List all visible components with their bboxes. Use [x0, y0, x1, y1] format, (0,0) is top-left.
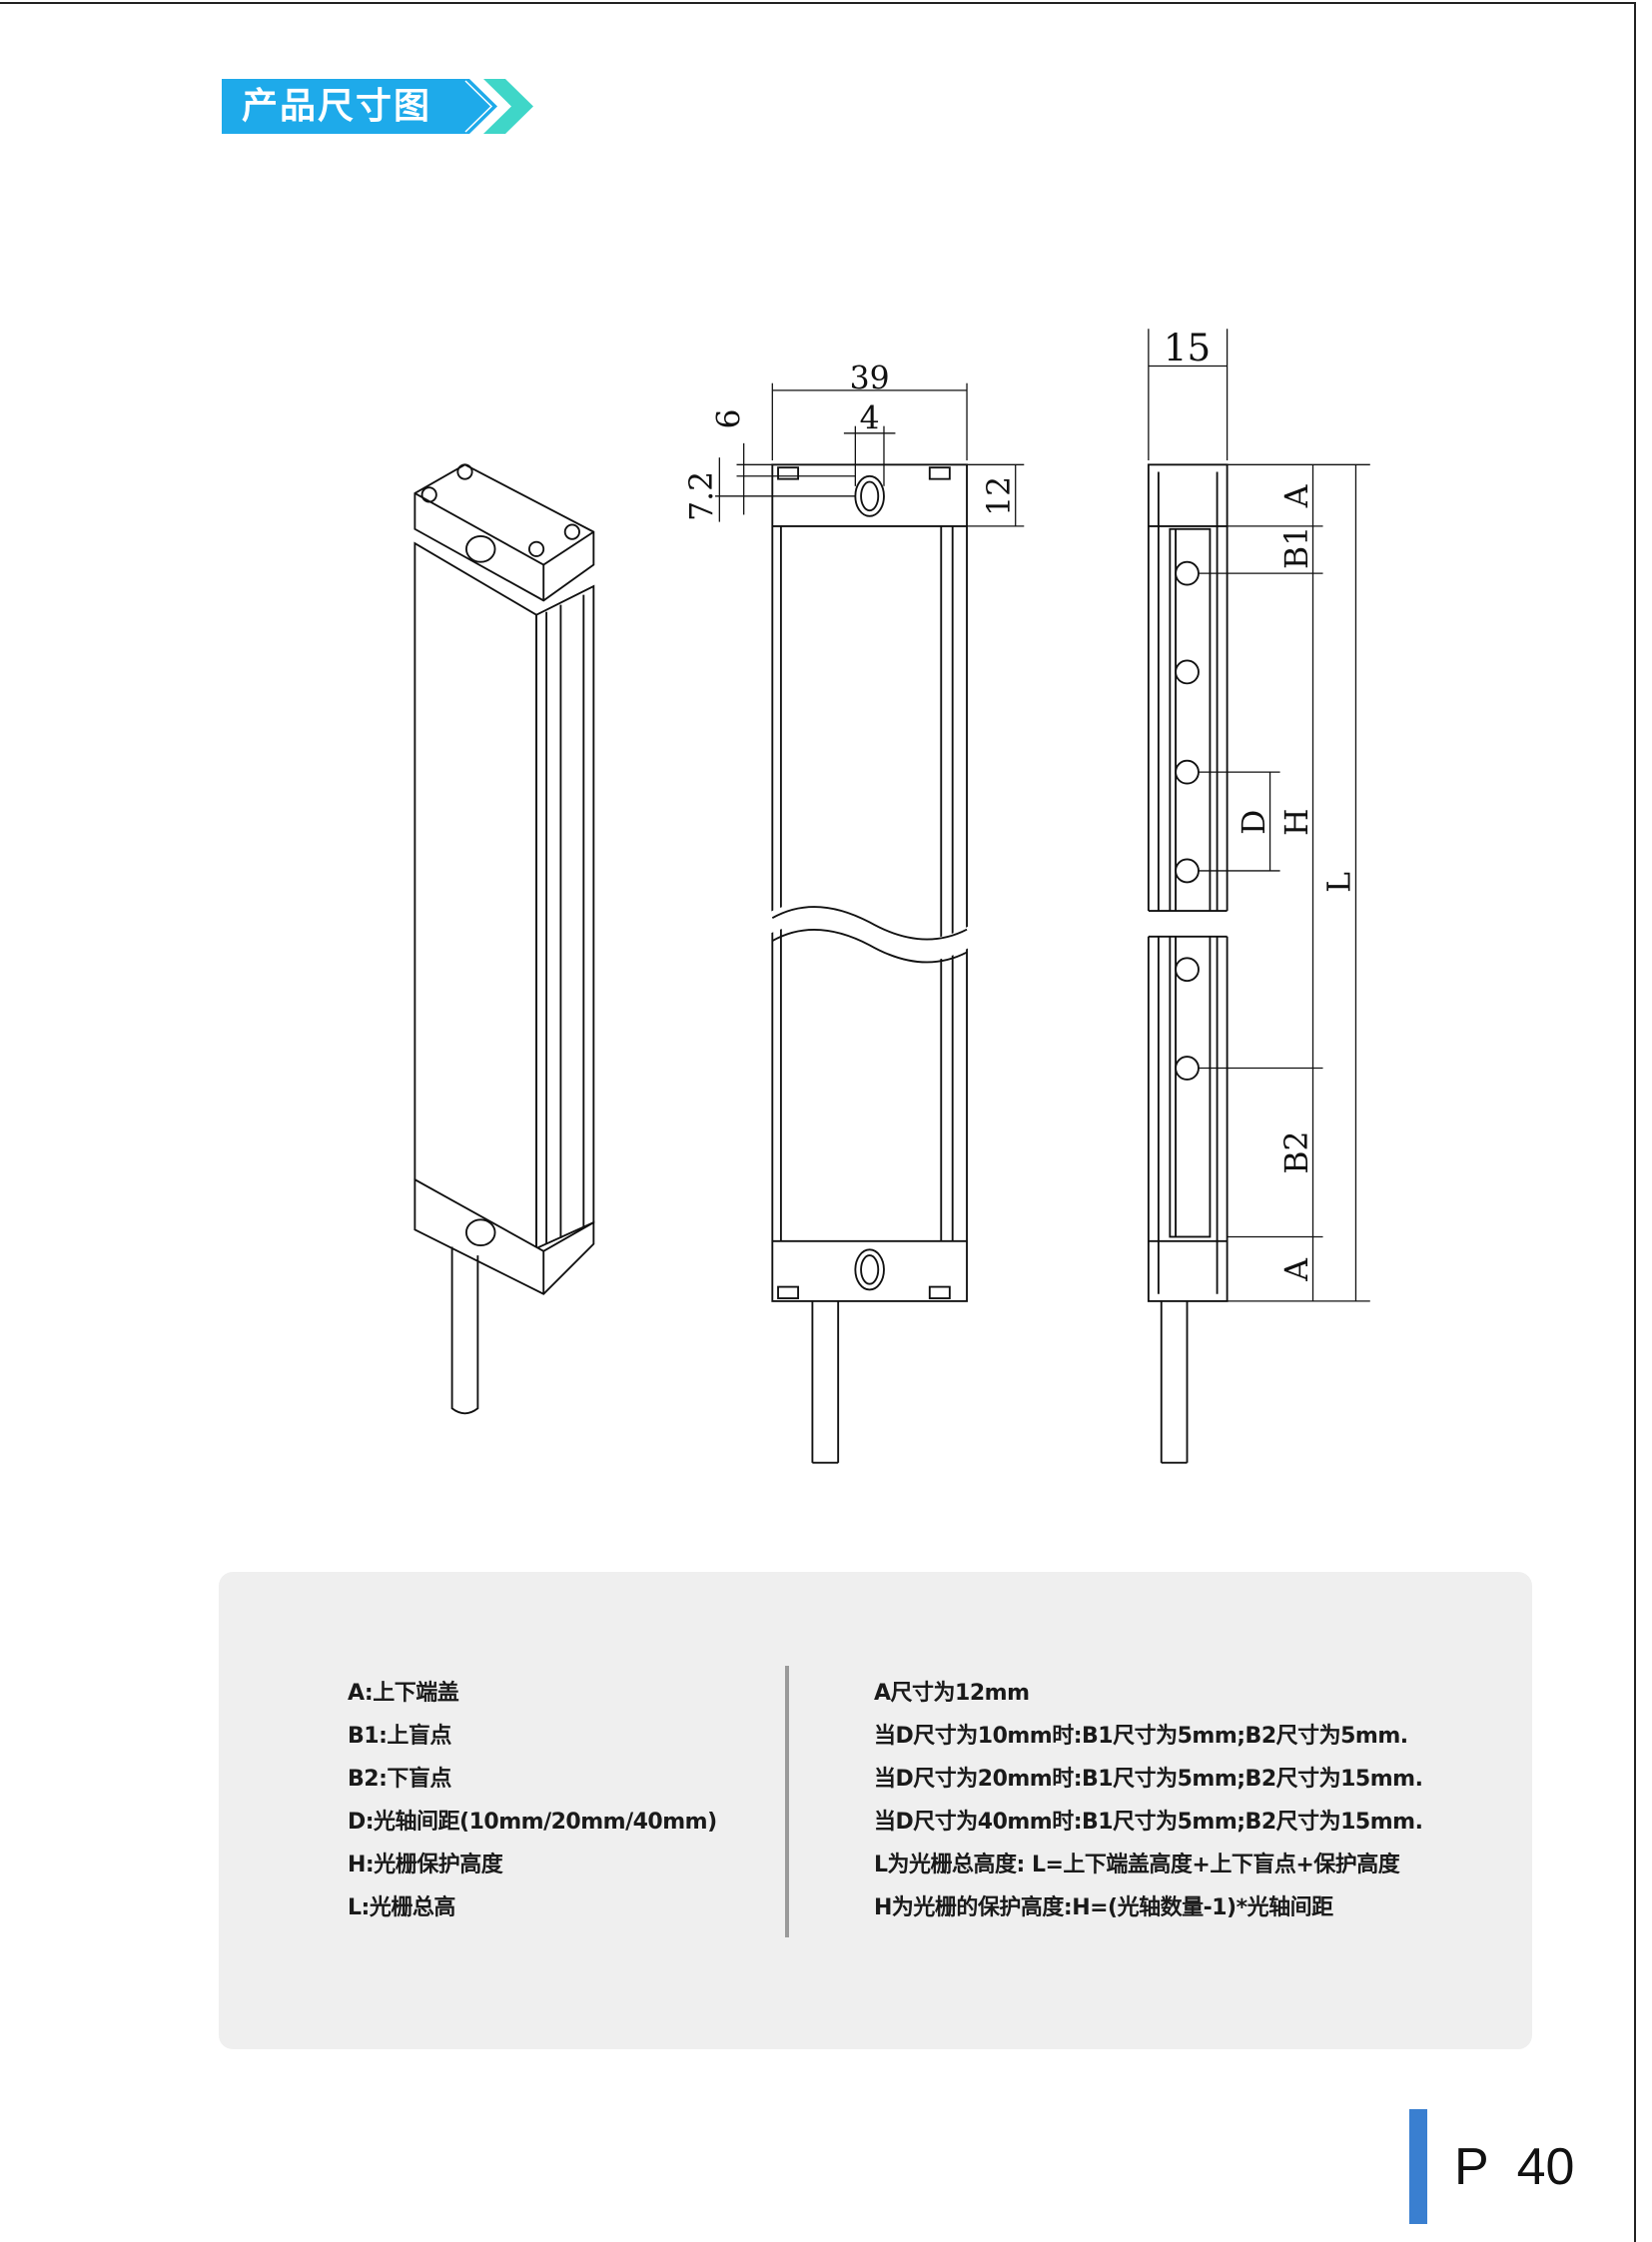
dim-l: L: [1322, 872, 1358, 893]
side-view: [1141, 329, 1370, 1464]
legend-rule: A尺寸为12mm: [874, 1681, 1030, 1706]
legend-rules: A尺寸为12mm 当D尺寸为10mm时:B1尺寸为5mm;B2尺寸为5mm. 当…: [874, 1672, 1423, 1929]
dim-a-bottom: A: [1279, 1257, 1315, 1282]
legend-rule: 当D尺寸为40mm时:B1尺寸为5mm;B2尺寸为15mm.: [874, 1810, 1423, 1835]
dim-b1: B1: [1279, 526, 1315, 569]
dim-h: H: [1279, 809, 1315, 836]
legend-definitions: A:上下端盖 B1:上盲点 B2:下盲点 D:光轴间距(10mm/20mm/40…: [348, 1672, 717, 1929]
legend-item: B1:上盲点: [348, 1724, 451, 1749]
legend-rule: L为光栅总高度: L=上下端盖高度+上下盲点+保护高度: [874, 1853, 1400, 1877]
front-view: [715, 382, 1025, 1464]
dim-4: 4: [860, 401, 880, 437]
legend-rule: 当D尺寸为20mm时:B1尺寸为5mm;B2尺寸为15mm.: [874, 1767, 1423, 1792]
legend-item: D:光轴间距(10mm/20mm/40mm): [348, 1810, 717, 1835]
isometric-view: [413, 463, 595, 1415]
section-title: 产品尺寸图: [242, 86, 432, 127]
legend-item: A:上下端盖: [348, 1681, 459, 1706]
legend-rule: H为光栅的保护高度:H=(光轴数量-1)*光轴间距: [874, 1895, 1333, 1920]
legend-item: L:光栅总高: [348, 1895, 455, 1920]
dim-a-top: A: [1279, 483, 1315, 508]
dim-7-2: 7.2: [684, 471, 720, 521]
legend-box: A:上下端盖 B1:上盲点 B2:下盲点 D:光轴间距(10mm/20mm/40…: [219, 1572, 1532, 2049]
page-border-right: [1634, 2, 1636, 2242]
dim-39: 39: [850, 361, 890, 396]
dim-15: 15: [1164, 326, 1211, 370]
dim-12: 12: [982, 476, 1018, 516]
page-number-bar: [1409, 2109, 1427, 2224]
dim-d: D: [1237, 810, 1272, 835]
legend-divider: [785, 1666, 789, 1937]
legend-item: B2:下盲点: [348, 1767, 451, 1792]
legend-item: H:光栅保护高度: [348, 1853, 503, 1877]
dim-6: 6: [711, 408, 747, 428]
page-number: P 40: [1454, 2138, 1575, 2196]
legend-rule: 当D尺寸为10mm时:B1尺寸为5mm;B2尺寸为5mm.: [874, 1724, 1408, 1749]
banner-arrow-icon: [222, 79, 533, 134]
section-banner: 产品尺寸图: [222, 79, 533, 134]
dim-b2: B2: [1279, 1130, 1315, 1173]
page-border-top: [0, 2, 1636, 4]
